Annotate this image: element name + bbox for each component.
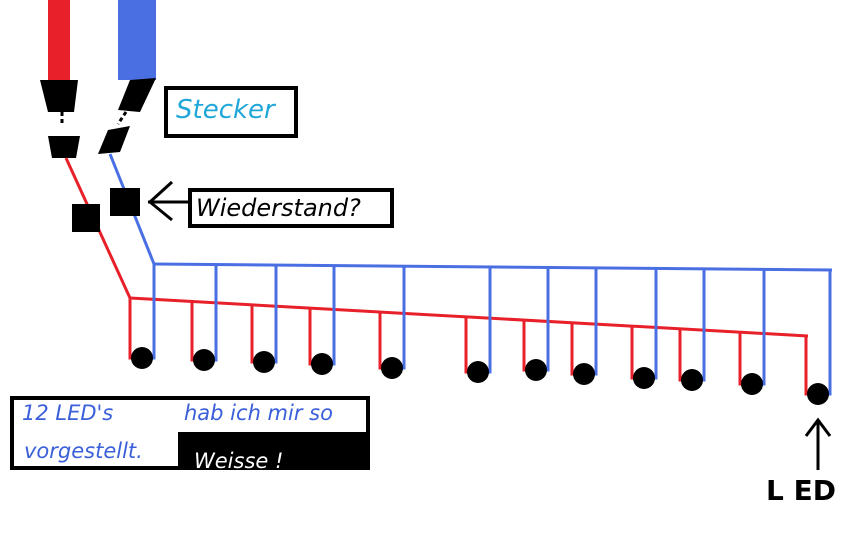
- wiederstand-box: [188, 188, 394, 228]
- red-plug-top: [40, 80, 78, 112]
- led-7: [525, 359, 547, 381]
- led-11-blue-lead: [756, 269, 766, 386]
- stecker-box: [164, 86, 298, 138]
- led-11: [741, 373, 763, 395]
- red-rail: [129, 296, 809, 338]
- plug-connectors: [40, 78, 156, 158]
- led-9-blue-lead: [648, 268, 658, 380]
- led-1: [131, 347, 153, 369]
- led-5-blue-lead: [396, 266, 406, 370]
- led-label: L ED: [766, 474, 836, 507]
- led-3: [253, 351, 275, 373]
- led-2: [193, 349, 215, 371]
- resistor-arrow: [147, 180, 188, 222]
- led-pointer-arrow: [804, 417, 832, 470]
- led-10: [681, 369, 703, 391]
- blue-cable: [118, 0, 156, 80]
- led-3-blue-lead: [268, 265, 278, 364]
- stecker-label: Stecker: [176, 95, 277, 125]
- resistor-blue: [110, 188, 140, 216]
- blue-plug-pin: [116, 111, 128, 125]
- led-6: [467, 361, 489, 383]
- wiederstand-label: Wiederstand?: [196, 194, 361, 222]
- led-8: [573, 363, 595, 385]
- led-9: [633, 367, 655, 389]
- note-black-patch: [178, 432, 370, 470]
- blue-plug-top: [118, 78, 156, 112]
- led-2-blue-lead: [208, 264, 218, 362]
- red-plug-bottom: [48, 136, 80, 158]
- blue-plug-bottom: [98, 126, 130, 154]
- led-6-blue-lead: [482, 266, 492, 374]
- note-line1-right: hab ich mir so: [184, 401, 333, 425]
- led-4-blue-lead: [326, 265, 336, 366]
- note-line2-right: Weisse !: [194, 449, 283, 473]
- led-array: [128, 264, 832, 405]
- led-10-blue-lead: [696, 268, 706, 382]
- led-12-blue-lead: [822, 269, 832, 396]
- red-cable: [48, 0, 70, 82]
- led-5: [381, 357, 403, 379]
- note-line2-left: vorgestellt.: [24, 439, 143, 463]
- led-7-blue-lead: [540, 267, 550, 372]
- note-line1-left: 12 LED's: [22, 401, 113, 425]
- resistor-red: [72, 204, 100, 232]
- led-8-blue-lead: [588, 267, 598, 376]
- led-12: [807, 383, 829, 405]
- blue-rail: [153, 262, 833, 272]
- led-1-blue-lead: [146, 264, 156, 360]
- led-4: [311, 353, 333, 375]
